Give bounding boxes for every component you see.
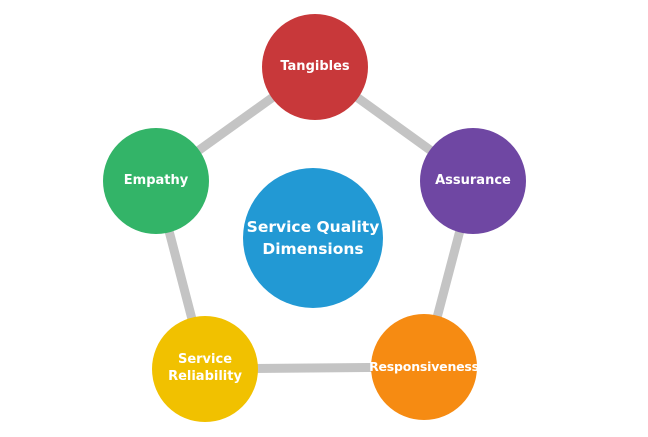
node-tangibles: Tangibles [262,14,368,120]
center-node-label-line1: Service Quality [246,217,380,236]
center-node-label-line2: Dimensions [262,240,364,258]
center-node-service-quality: Service Quality Dimensions [243,168,383,308]
node-assurance: Assurance [420,128,526,234]
node-reliability-label-line2: Reliability [168,369,242,384]
node-reliability-label-line1: Service [177,352,233,368]
node-responsiveness-label: Responsiveness [369,358,479,374]
node-tangibles-label: Tangibles [280,58,350,74]
node-empathy-label: Empathy [123,172,189,188]
node-service-reliability: Service Reliability [152,316,258,422]
node-empathy: Empathy [103,128,209,234]
node-responsiveness: Responsiveness [369,314,479,420]
node-assurance-label: Assurance [435,172,511,188]
